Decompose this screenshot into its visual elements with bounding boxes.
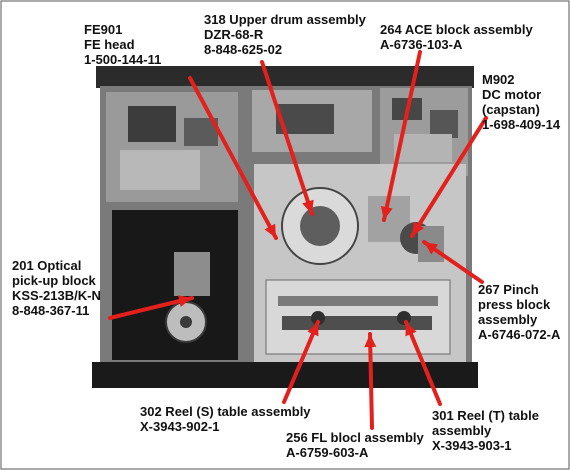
- callout-arrows: [108, 50, 488, 430]
- callout-pinch-press-line-2: press block: [478, 297, 551, 312]
- arrow-ace-shaft: [382, 50, 422, 222]
- arrow-fl-head: [364, 334, 377, 348]
- callout-ace-block: 264 ACE block assembly A-6736-103-A: [380, 22, 533, 52]
- callout-fe901-line-1: FE901: [84, 22, 123, 37]
- callout-pinch-press: 267 Pinch press block assembly A-6746-07…: [478, 282, 560, 342]
- left-board-heatsink: [128, 106, 176, 142]
- callout-reel-t-line-3: X-3943-903-1: [432, 438, 512, 453]
- callout-reel-s-line-2: X-3943-902-1: [140, 419, 220, 434]
- arrow-drum: [260, 60, 314, 216]
- arrow-reel-s: [282, 320, 320, 404]
- arrow-drum-shaft: [260, 60, 314, 216]
- arrow-ace-head: [380, 206, 393, 220]
- callout-dc-motor: M902 DC motor (capstan) 1-698-409-14: [482, 72, 560, 132]
- callout-fe901-line-3: 1-500-144-11: [84, 52, 162, 67]
- callout-reel-t: 301 Reel (T) table assembly X-3943-903-1: [432, 408, 539, 453]
- tray-slot-top: [278, 296, 438, 306]
- chassis-photo: [92, 66, 478, 388]
- arrow-fl-shaft: [368, 332, 374, 430]
- callout-optical-pickup-line-1: 201 Optical: [12, 258, 82, 273]
- callout-reel-t-line-2: assembly: [432, 423, 492, 438]
- callout-fl-block-line-2: A-6759-603-A: [286, 445, 369, 460]
- callout-optical-pickup-line-4: 8-848-367-11: [12, 303, 90, 318]
- reel-t: [397, 311, 411, 325]
- arrow-motor: [410, 116, 488, 238]
- arrow-pinch-head: [424, 242, 439, 255]
- reel-s: [311, 311, 325, 325]
- callout-pinch-press-line-4: A-6746-072-A: [478, 327, 561, 342]
- right-board-block: [394, 134, 452, 162]
- arrow-fe901-head: [264, 223, 276, 238]
- arrow-reel-t: [404, 320, 442, 406]
- arrow-optical-shaft: [108, 296, 194, 320]
- front-panel: [92, 362, 478, 388]
- arrow-reel-s-shaft: [282, 320, 320, 404]
- arrow-motor-head: [412, 221, 424, 236]
- callout-fl-block: 256 FL blocl assembly A-6759-603-A: [286, 430, 424, 460]
- arrow-reel-t-shaft: [404, 320, 442, 406]
- right-board-chip-b: [430, 110, 458, 138]
- callout-fe901-line-2: FE head: [84, 37, 135, 52]
- callout-ace-block-line-1: 264 ACE block assembly: [380, 22, 533, 37]
- callout-upper-drum-line-2: DZR-68-R: [204, 27, 264, 42]
- callout-optical-pickup: 201 Optical pick-up block KSS-213B/K-N 8…: [12, 258, 101, 318]
- callout-dc-motor-line-2: DC motor: [482, 87, 542, 102]
- arrow-drum-head: [302, 199, 314, 214]
- optical-spindle-hub: [180, 316, 192, 328]
- callout-optical-pickup-line-2: pick-up block: [12, 273, 96, 288]
- callout-pinch-press-line-3: assembly: [478, 312, 538, 327]
- arrow-motor-shaft: [410, 116, 488, 238]
- arrow-reel-s-head: [307, 322, 319, 337]
- arrow-pinch: [422, 240, 484, 284]
- callout-reel-t-line-1: 301 Reel (T) table: [432, 408, 539, 423]
- optical-sled: [174, 252, 210, 296]
- callout-fl-block-line-1: 256 FL blocl assembly: [286, 430, 424, 445]
- callout-pinch-press-line-1: 267 Pinch: [478, 282, 539, 297]
- upper-drum-core: [300, 206, 340, 246]
- callout-dc-motor-line-4: 1-698-409-14: [482, 117, 561, 132]
- arrow-optical: [108, 295, 194, 320]
- arrow-optical-head: [177, 295, 192, 307]
- arrow-fe901: [188, 76, 278, 240]
- callout-dc-motor-line-3: (capstan): [482, 102, 540, 117]
- arrow-reel-t-head: [405, 322, 417, 337]
- callout-fe901: FE901 FE head 1-500-144-11: [84, 22, 161, 67]
- arrow-fe901-shaft: [188, 76, 278, 240]
- callout-reel-s-line-1: 302 Reel (S) table assembly: [140, 404, 311, 419]
- callout-upper-drum: 318 Upper drum assembly DZR-68-R 8-848-6…: [204, 12, 366, 57]
- callout-ace-block-line-2: A-6736-103-A: [380, 37, 463, 52]
- callout-dc-motor-line-1: M902: [482, 72, 515, 87]
- callout-optical-pickup-line-3: KSS-213B/K-N: [12, 288, 101, 303]
- callout-reel-s: 302 Reel (S) table assembly X-3943-902-1: [140, 404, 311, 434]
- callout-upper-drum-line-1: 318 Upper drum assembly: [204, 12, 366, 27]
- arrow-fl: [364, 332, 377, 430]
- left-board-block: [120, 150, 200, 190]
- callout-upper-drum-line-3: 8-848-625-02: [204, 42, 283, 57]
- arrow-ace: [380, 50, 422, 222]
